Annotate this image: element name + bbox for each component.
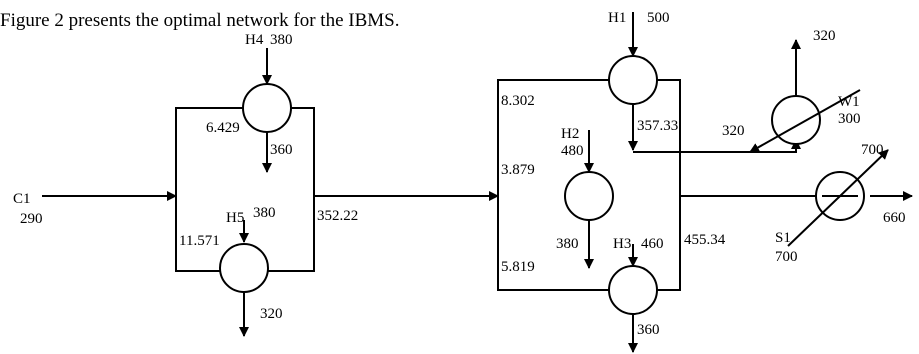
s1-outlet-temperature: 700 bbox=[861, 142, 884, 158]
right-split-loop bbox=[497, 79, 681, 291]
h3-exchanger bbox=[608, 265, 658, 315]
h4-label: H4 bbox=[245, 32, 264, 48]
h1-exchanger bbox=[608, 55, 658, 105]
h5-temperature: 380 bbox=[253, 205, 276, 221]
h2-temperature: 480 bbox=[561, 143, 584, 159]
h4-exchanger bbox=[242, 83, 292, 133]
w1-cooler bbox=[771, 95, 821, 145]
figure-caption: Figure 2 presents the optimal network fo… bbox=[0, 10, 399, 31]
h2-exchanger bbox=[564, 171, 614, 221]
h5-exchanger bbox=[219, 243, 269, 293]
c1-label: C1 bbox=[13, 191, 31, 207]
h4-temperature: 380 bbox=[270, 32, 293, 48]
s1-label: S1 bbox=[775, 230, 791, 246]
s1-heater-group: 700 S1 700 660 bbox=[775, 142, 906, 265]
right-split-flow-3: 5.819 bbox=[501, 259, 535, 275]
w1-return-temperature: 320 bbox=[722, 123, 745, 139]
h3-temperature: 460 bbox=[641, 236, 664, 252]
h2-label: H2 bbox=[561, 126, 579, 142]
h2-outlet-temperature: 380 bbox=[556, 236, 579, 252]
h1-to-w1-line bbox=[633, 139, 801, 153]
s1-inlet-temperature: 700 bbox=[775, 249, 798, 265]
h1-outlet-temperature: 357.33 bbox=[637, 118, 678, 134]
w1-outlet-temperature: 320 bbox=[813, 28, 836, 44]
right-split-flow-1: 8.302 bbox=[501, 93, 535, 109]
right-network: H1 500 357.33 8.302 H2 480 380 3.879 H3 … bbox=[497, 10, 913, 353]
w1-cooler-group: 320 W1 300 320 bbox=[722, 28, 861, 153]
h4-outlet-temperature: 360 bbox=[270, 142, 293, 158]
h5-label: H5 bbox=[226, 210, 244, 226]
left-split-flow-1: 6.429 bbox=[206, 120, 240, 136]
w1-label: W1 bbox=[838, 94, 860, 110]
h3-label: H3 bbox=[613, 236, 631, 252]
final-outlet-temperature: 660 bbox=[883, 210, 906, 226]
w1-inlet-temperature: 300 bbox=[838, 111, 861, 127]
h3-outlet-temperature: 360 bbox=[637, 322, 660, 338]
left-split-flow-2: 11.571 bbox=[179, 233, 220, 249]
w1-utility-arrow bbox=[749, 89, 861, 153]
left-network: C1 290 H4 380 360 6.429 H5 380 320 11.57… bbox=[13, 32, 499, 337]
h1-temperature: 500 bbox=[647, 10, 670, 26]
c1-temperature: 290 bbox=[20, 211, 43, 227]
left-outlet-temperature: 352.22 bbox=[317, 208, 358, 224]
s1-utility-arrow bbox=[787, 149, 889, 247]
h5-outlet-temperature: 320 bbox=[260, 306, 283, 322]
right-split-flow-2: 3.879 bbox=[501, 162, 535, 178]
h1-label: H1 bbox=[608, 10, 626, 26]
right-outlet-temperature: 455.34 bbox=[684, 232, 726, 248]
